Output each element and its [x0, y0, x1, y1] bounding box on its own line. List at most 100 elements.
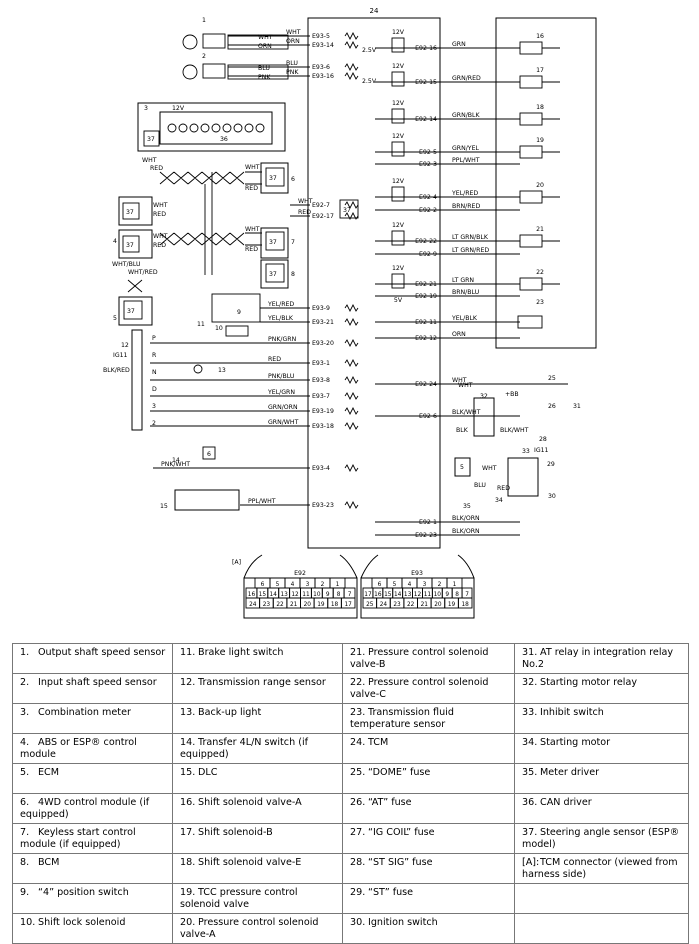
legend-text: Starting motor — [540, 737, 611, 748]
legend-cell: 22.Pressure control solenoid valve-C — [342, 673, 515, 704]
meter-lamp — [233, 123, 243, 133]
legend-cell: 32.Starting motor relay — [514, 673, 689, 704]
abs-ecm-can — [127, 279, 143, 293]
wire-label-right: LT GRN/BLK — [452, 234, 489, 241]
legend-number: 17. — [180, 827, 196, 838]
tcm-pin-right: E92-23 — [415, 532, 437, 539]
legend-cell: 21.Pressure control solenoid valve-B — [342, 643, 515, 674]
abs-red: RED — [153, 242, 166, 249]
legend-number: 31. — [522, 647, 538, 658]
legend-cell: 26.“AT” fuse — [342, 793, 515, 824]
legend-cell: 36.CAN driver — [514, 793, 689, 824]
wire-label-left: WHT — [298, 198, 313, 205]
legend-text: “4” position switch — [38, 887, 129, 898]
callout-21: 21 — [536, 226, 544, 233]
driver-12v: 12V — [392, 265, 405, 272]
legend-number: 11. — [180, 647, 196, 658]
tcm-pin-label: E92-17 — [312, 213, 334, 220]
wire-label-left: YEL/RED — [267, 301, 294, 308]
sensor1-wire-b: ORN — [258, 43, 272, 50]
legend-cell: 4.ABS or ESP® control module — [12, 733, 173, 764]
tcm-can-driver — [339, 199, 359, 219]
legend-text: ECM — [38, 767, 60, 778]
legend-cell — [514, 883, 689, 914]
steer-can-driver — [122, 202, 140, 220]
legend-cell: 6.4WD control module (if equipped) — [12, 793, 173, 824]
legend-number: 21. — [350, 647, 366, 658]
legend-text: CAN driver — [540, 797, 592, 808]
wire-label-right: GRN/YEL — [452, 145, 479, 152]
tcm-5v: 5V — [394, 297, 403, 304]
legend-number: 19. — [180, 887, 196, 898]
sensor2-wire-a: BLU — [258, 65, 270, 72]
range-position-R: R — [152, 352, 157, 359]
callout-13: 13 — [218, 367, 226, 374]
legend-text: Pressure control solenoid valve-A — [180, 917, 319, 941]
callout-4: 4 — [113, 238, 117, 245]
callout-7: 7 — [291, 239, 295, 246]
wire-label-right: YEL/RED — [451, 190, 478, 197]
legend-cell: 5.ECM — [12, 763, 173, 794]
e93-pin: 12 — [414, 592, 422, 598]
abs-can-driver — [122, 235, 140, 253]
e93-pin: 7 — [465, 592, 469, 598]
e92-pin: 2 — [321, 582, 325, 588]
v-2-5-b: 2.5V — [362, 78, 377, 85]
steer-wht: WHT — [153, 202, 168, 209]
range-position-P: P — [152, 335, 156, 342]
tcm-number: 24 — [370, 7, 379, 15]
legend-cell: 8.BCM — [12, 853, 173, 884]
tcm-input-resistor — [344, 200, 359, 210]
legend-cell: 10.Shift lock solenoid — [12, 913, 173, 944]
tcm-input-resistor — [344, 421, 359, 431]
tcm-pin-label: E92-7 — [312, 202, 330, 209]
legend-number: 29. — [350, 887, 366, 898]
legend-number: 10. — [20, 917, 36, 928]
bcm-box — [260, 259, 289, 289]
e92-pin: 21 — [290, 602, 298, 608]
driver-12v: 12V — [392, 222, 405, 229]
wht-label-2: WHT — [458, 382, 473, 389]
e93-pin: 1 — [453, 582, 457, 588]
legend-number: 15. — [180, 767, 196, 778]
tcm-pin-right: E92-19 — [415, 293, 437, 300]
legend-number: 4. — [20, 737, 30, 748]
callout-26: 26 — [548, 403, 556, 410]
e93-pin: 17 — [364, 592, 372, 598]
wire-label-left: RED — [268, 356, 281, 363]
legend-text: Back-up light — [198, 707, 262, 718]
legend-number: 32. — [522, 677, 538, 688]
callout-20: 20 — [536, 182, 544, 189]
tcm-input-resistor — [344, 391, 359, 401]
wire-label-right: BRN/RED — [452, 203, 480, 210]
legend-cell: 28.“ST SIG” fuse — [342, 853, 515, 884]
callout-12: 12 — [121, 342, 129, 349]
legend-cell: 30.Ignition switch — [342, 913, 515, 944]
callout-31: 32 — [480, 393, 488, 400]
4wd-red: RED — [245, 185, 258, 192]
wire-label-left: GRN/ORN — [268, 404, 298, 411]
wire-label-left: PNK/WHT — [161, 461, 190, 468]
e92-pin: 11 — [302, 592, 310, 598]
4wd-module-box — [260, 162, 289, 194]
e93-pin: 6 — [378, 582, 382, 588]
callout-14: 14 — [172, 457, 180, 464]
combination-meter-box — [137, 102, 286, 152]
e93-pin: 5 — [393, 582, 397, 588]
e93-pin: 18 — [461, 602, 469, 608]
tcm-pin-label: E93-16 — [312, 73, 334, 80]
can-driver-meter — [143, 130, 160, 147]
legend-cell: 27.“IG COIL” fuse — [342, 823, 515, 854]
tcm-input-resistor — [344, 375, 359, 385]
callout-25: 25 — [548, 375, 556, 382]
blk-label: BLK — [456, 427, 469, 434]
callout-18: 18 — [536, 104, 544, 111]
callout-8: 8 — [291, 271, 295, 278]
keyless-red: RED — [245, 246, 258, 253]
legend-number: 37. — [522, 827, 538, 838]
legend-cell: 37.Steering angle sensor (ESP® model) — [514, 823, 689, 854]
callout-6: 6 — [291, 176, 295, 183]
